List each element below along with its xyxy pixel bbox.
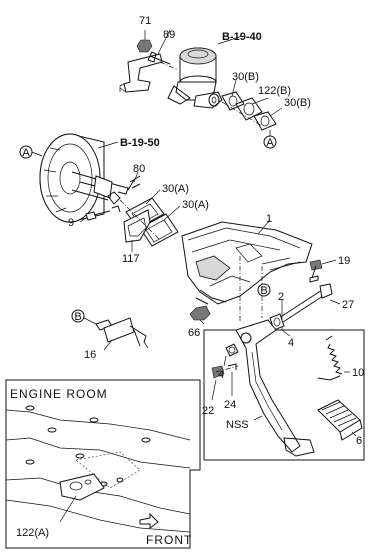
pedal-pad-6	[317, 399, 363, 441]
label-1: 1	[266, 213, 272, 225]
label-80: 80	[133, 163, 145, 175]
label-30b-1: 30(B)	[232, 71, 259, 83]
gasket-30b-1	[221, 91, 245, 111]
svg-text:A: A	[22, 147, 30, 159]
label-27: 27	[342, 299, 354, 311]
switch-16	[95, 317, 149, 351]
svg-text:B: B	[260, 285, 267, 297]
pedal-bracket-group	[181, 219, 313, 322]
callout-a-left: A	[19, 145, 43, 159]
nut-66	[189, 305, 211, 325]
label-66: 66	[188, 327, 200, 339]
ref-b-19-50: B-19-50	[120, 137, 160, 149]
label-nss: NSS	[226, 419, 249, 431]
front-arrow-icon	[139, 512, 159, 529]
label-71: 71	[139, 15, 151, 27]
pedal-assembly-group	[203, 300, 365, 461]
bolt-9	[85, 211, 97, 221]
label-10: 10	[352, 367, 364, 379]
svg-text:B: B	[74, 311, 81, 323]
label-4a: 4	[218, 369, 224, 381]
gasket-30a-2	[139, 213, 179, 247]
label-22: 22	[202, 405, 214, 417]
callout-a-top: A	[263, 135, 277, 149]
label-89: 89	[163, 29, 175, 41]
label-24: 24	[224, 399, 236, 411]
pedal-bracket-1	[181, 221, 313, 305]
pivot-bolt-27	[275, 283, 341, 325]
label-117: 117	[122, 253, 140, 265]
bushing-4a	[225, 343, 239, 357]
reservoir-tank	[167, 47, 223, 109]
engine-room-inset	[5, 379, 201, 549]
label-2: 2	[278, 291, 284, 303]
label-30b-2: 30(B)	[284, 97, 311, 109]
clevis-80	[127, 175, 141, 191]
inset-title: ENGINE ROOM	[10, 387, 108, 401]
washer-pin-group	[211, 363, 239, 401]
label-9: 9	[68, 217, 74, 229]
label-122b: 122(B)	[258, 85, 291, 97]
ref-b-19-40: B-19-40	[222, 31, 262, 43]
gasket-30b-2	[253, 111, 277, 131]
booster-group	[39, 133, 181, 252]
nut-71	[136, 39, 153, 53]
svg-text:A: A	[266, 137, 274, 149]
bolt-89	[147, 51, 171, 65]
inset-part-122a: 122(A)	[16, 527, 49, 539]
label-30a-2: 30(A)	[182, 199, 209, 211]
stud-19	[309, 259, 337, 283]
inset-front-label: FRONT	[146, 533, 192, 547]
return-spring-10	[327, 343, 343, 375]
spacer-122b	[235, 97, 263, 121]
callout-b-mid: B	[257, 283, 271, 297]
label-16: 16	[84, 349, 96, 361]
label-30a-1: 30(A)	[162, 183, 189, 195]
label-4b: 4	[288, 337, 294, 349]
label-6: 6	[356, 435, 362, 447]
label-19: 19	[338, 255, 350, 267]
callout-b-left: B	[71, 309, 97, 325]
reservoir-group	[119, 29, 283, 136]
